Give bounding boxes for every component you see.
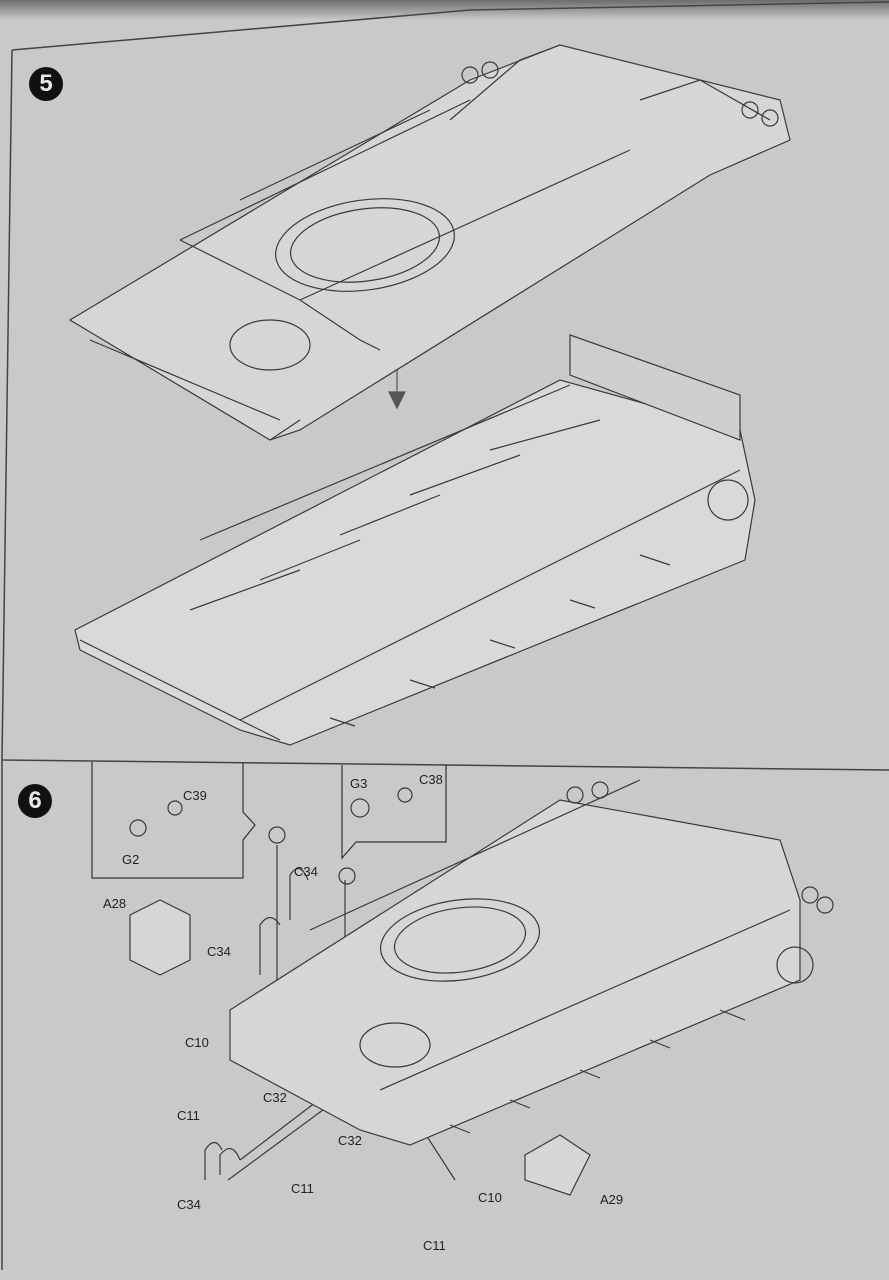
- part-label-c38: C38: [419, 772, 443, 787]
- part-label-c10-right: C10: [478, 1190, 502, 1205]
- part-label-c11-right: C11: [423, 1238, 446, 1253]
- part-label-c10-left: C10: [185, 1035, 209, 1050]
- part-label-c34-bottom: C34: [177, 1197, 201, 1212]
- part-label-g3: G3: [350, 776, 368, 791]
- part-label-g2: G2: [122, 852, 140, 867]
- callout-g3-c38: [341, 765, 447, 860]
- lower-hull-step5: [74, 334, 756, 746]
- part-label-c11-left: C11: [177, 1108, 200, 1123]
- hull-step6: [229, 779, 834, 1146]
- step-number-5: 5: [29, 67, 63, 101]
- part-label-c11-mid: C11: [291, 1181, 314, 1196]
- upper-hull-step5: [68, 44, 791, 441]
- part-label-c34-left: C34: [207, 944, 231, 959]
- callout-g2-c39: [91, 762, 256, 879]
- part-label-c32-left: C32: [263, 1090, 287, 1105]
- part-label-c39: C39: [183, 788, 207, 803]
- part-label-c34-top: C34: [294, 864, 318, 879]
- assembly-arrow: [388, 370, 406, 410]
- step-number-6: 6: [18, 784, 52, 818]
- photo-shadow: [0, 0, 889, 20]
- small-parts: [129, 787, 591, 1196]
- part-label-a29: A29: [600, 1192, 624, 1207]
- part-label-a28: A28: [103, 896, 127, 911]
- part-label-c32-mid: C32: [338, 1133, 362, 1148]
